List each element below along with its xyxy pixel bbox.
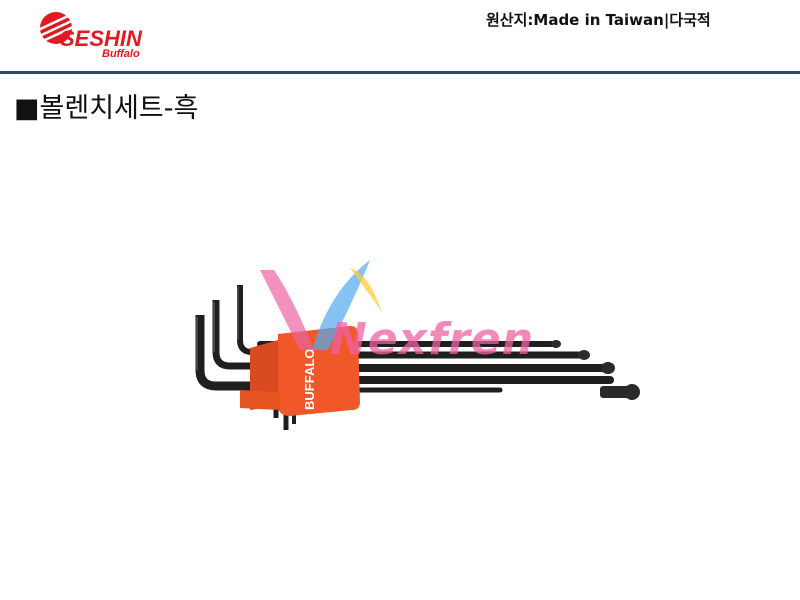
page-title: ■볼렌치세트-흑 <box>14 93 199 124</box>
watermark-text: Nexfren <box>330 314 535 365</box>
wrench-set-illustration: BUFFALO <box>195 285 640 430</box>
origin-label: 원산지:Made in Taiwan|다국적 <box>486 11 711 29</box>
brand-subtitle: Buffalo <box>102 48 140 60</box>
seshin-logo: SESHIN Buffalo <box>36 8 156 60</box>
header-divider <box>0 71 800 74</box>
logo-emblem-icon <box>36 12 76 44</box>
brand-name: SESHIN <box>60 26 142 51</box>
product-image: BUFFALO <box>180 240 650 440</box>
watermark-logo-icon <box>260 260 382 350</box>
holder-label: BUFFALO <box>302 349 317 410</box>
